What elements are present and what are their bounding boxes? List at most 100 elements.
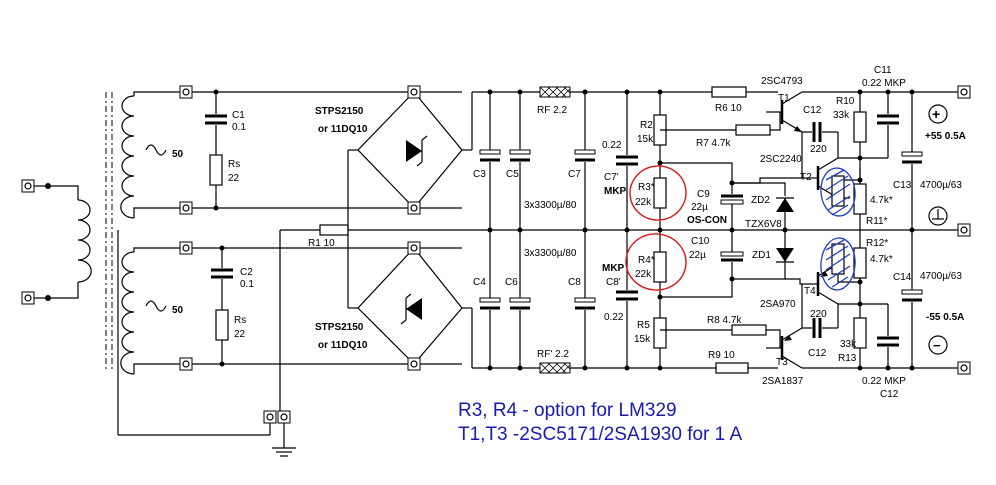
svg-text:R10: R10	[836, 96, 855, 107]
ac-wave-icon	[145, 300, 167, 312]
r11-highlight	[820, 167, 856, 217]
svg-text:0.22: 0.22	[602, 140, 622, 151]
svg-text:−: −	[933, 338, 941, 353]
svg-text:C5: C5	[506, 169, 519, 180]
svg-text:0.22: 0.22	[604, 312, 624, 323]
svg-text:R1 10: R1 10	[308, 238, 335, 249]
svg-text:C3: C3	[473, 169, 486, 180]
svg-text:R2: R2	[640, 120, 653, 131]
svg-text:R9 10: R9 10	[708, 350, 735, 361]
r3-highlight-circle	[629, 165, 687, 221]
positive-regulator: 2SC4793 T1 R6 10 R7 4.7k C12 220 2SC2240…	[660, 65, 970, 230]
plus-icon	[928, 104, 948, 124]
svg-text:0.1: 0.1	[232, 122, 246, 133]
svg-text:22k: 22k	[635, 197, 652, 208]
svg-text:15k: 15k	[634, 334, 651, 345]
svg-text:C12: C12	[808, 348, 827, 359]
svg-text:0.22 MKP: 0.22 MKP	[862, 78, 906, 89]
svg-text:T4: T4	[804, 286, 816, 297]
rs-top-resistor	[209, 154, 223, 186]
svg-text:R7 4.7k: R7 4.7k	[696, 138, 731, 149]
secondary-terminals	[179, 85, 193, 371]
svg-text:R11*: R11*	[866, 216, 888, 227]
svg-text:50: 50	[172, 305, 184, 316]
svg-text:Rs: Rs	[234, 315, 246, 326]
svg-text:C1: C1	[232, 110, 245, 121]
reference-caps-zeners: C9 22µ OS-CON C10 22µ ZD2 TZX6V8 ZD1	[660, 162, 794, 298]
notes: R3, R4 - option for LM329 T1,T3 -2SC5171…	[458, 400, 742, 445]
svg-text:ZD1: ZD1	[752, 250, 771, 261]
svg-text:2SC2240: 2SC2240	[760, 154, 802, 165]
reservoir-caps: C3 C5 C4 C6 C7 C8 3x3300µ/80 3x3300µ/80 …	[473, 89, 638, 371]
svg-text:22: 22	[234, 329, 246, 340]
svg-text:22µ: 22µ	[691, 202, 708, 213]
svg-text:2SA970: 2SA970	[760, 299, 796, 310]
r9-resistor	[715, 362, 749, 374]
svg-text:22: 22	[228, 173, 240, 184]
svg-text:R4*: R4*	[638, 255, 655, 266]
svg-text:C9: C9	[697, 189, 710, 200]
svg-text:MKP: MKP	[602, 263, 625, 274]
svg-text:or 11DQ10: or 11DQ10	[318, 124, 368, 135]
svg-text:C11: C11	[874, 65, 892, 76]
mains-input	[21, 179, 92, 305]
svg-text:or 11DQ10: or 11DQ10	[318, 340, 368, 351]
svg-text:C10: C10	[691, 236, 710, 247]
svg-text:T2: T2	[800, 172, 812, 183]
svg-text:50: 50	[172, 149, 184, 160]
svg-text:Rs: Rs	[228, 159, 240, 170]
svg-text:15k: 15k	[637, 134, 654, 145]
r4-resistor	[653, 251, 667, 283]
svg-text:3x3300µ/80: 3x3300µ/80	[524, 200, 577, 211]
svg-text:R8 4.7k: R8 4.7k	[707, 315, 742, 326]
r1-resistor	[319, 224, 349, 236]
note-line-2: T1,T3 -2SC5171/2SA1930 for 1 A	[458, 424, 742, 445]
svg-text:C8: C8	[568, 277, 581, 288]
svg-text:C2: C2	[240, 267, 253, 278]
ac-wave-icon	[145, 144, 167, 156]
svg-text:3x3300µ/80: 3x3300µ/80	[524, 248, 577, 259]
rs-bottom-resistor	[215, 309, 229, 341]
svg-text:2SA1837: 2SA1837	[762, 376, 804, 387]
svg-text:C7': C7'	[604, 172, 619, 183]
secondary-winding-bottom: 50	[120, 247, 184, 375]
svg-text:RF' 2.2: RF' 2.2	[537, 349, 569, 360]
primary-winding	[77, 199, 92, 283]
r11-sense-resistor	[831, 175, 845, 207]
r12-highlight	[820, 237, 856, 291]
svg-text:RF 2.2: RF 2.2	[537, 105, 567, 116]
output-stage: C13 4700µ/63 C14 4700µ/63 + +55 0.5A − -…	[893, 85, 971, 375]
mains-terminal-top	[21, 179, 35, 193]
svg-text:33k: 33k	[840, 339, 857, 350]
svg-text:MKP: MKP	[604, 186, 627, 197]
snubber-bottom: C2 0.1 Rs 22	[192, 245, 462, 367]
r4-highlight-circle	[625, 233, 687, 291]
transformer-core	[105, 92, 113, 372]
svg-text:R12*: R12*	[866, 238, 888, 249]
ground-symbol-icon	[928, 206, 948, 226]
r12-resistor	[853, 247, 867, 279]
svg-text:C13: C13	[893, 180, 912, 191]
svg-text:22µ: 22µ	[689, 250, 706, 261]
svg-text:R5: R5	[637, 320, 650, 331]
bridge-rectifier-top: STPS2150 or 11DQ10	[315, 85, 473, 232]
svg-text:33k: 33k	[833, 110, 850, 121]
r8-resistor	[731, 324, 767, 336]
svg-text:+55 0.5A: +55 0.5A	[925, 131, 966, 142]
svg-text:R6 10: R6 10	[715, 103, 742, 114]
bridge-rectifier-bottom: STPS2150 or 11DQ10	[315, 232, 473, 371]
r5-resistor	[653, 317, 667, 349]
negative-regulator: T4 2SA970 R8 4.7k 220 C12 T3 R9 10 2SA18…	[660, 230, 970, 400]
svg-text:C7: C7	[568, 169, 581, 180]
svg-text:220: 220	[810, 309, 827, 320]
svg-text:OS-CON: OS-CON	[687, 215, 727, 226]
svg-text:4.7k*: 4.7k*	[870, 195, 893, 206]
svg-text:0.22 MKP: 0.22 MKP	[862, 376, 906, 387]
svg-text:STPS2150: STPS2150	[315, 322, 364, 333]
svg-text:-55 0.5A: -55 0.5A	[926, 312, 964, 323]
svg-text:STPS2150: STPS2150	[315, 106, 364, 117]
svg-text:+: +	[932, 106, 940, 122]
svg-text:4.7k*: 4.7k*	[870, 254, 893, 265]
